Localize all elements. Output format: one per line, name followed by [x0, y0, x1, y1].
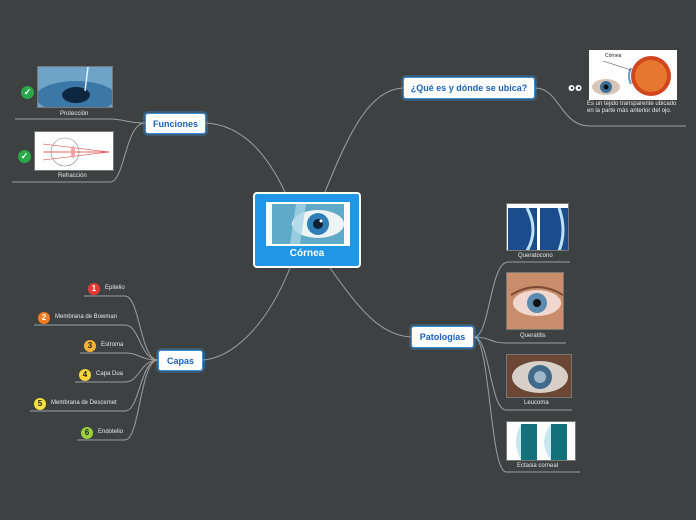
eye-anatomy-image: Córnea — [589, 50, 677, 100]
priority-5-icon: 5 — [34, 398, 46, 410]
branch-funciones[interactable]: Funciones — [145, 113, 206, 134]
leucoma-image — [506, 354, 572, 398]
check-icon: ✓ — [18, 150, 31, 163]
branch-patologias[interactable]: Patologías — [411, 326, 474, 348]
link-refraccion — [12, 122, 146, 183]
funcion-label: Protección — [60, 111, 89, 117]
capa-label: Membrana de Descemet — [51, 400, 117, 406]
central-title: Córnea — [289, 248, 325, 259]
capa-label: Endotelio — [98, 429, 124, 435]
branch-que-es-title: ¿Qué es y dónde se ubica? — [410, 83, 528, 93]
notes-icon[interactable] — [568, 83, 582, 95]
priority-4-icon: 4 — [79, 369, 91, 381]
patologia-label: Ectasia corneal — [517, 463, 559, 469]
priority-2-icon: 2 — [38, 312, 50, 324]
link-capa-3 — [80, 352, 159, 361]
branch-capas-title: Capas — [166, 355, 194, 366]
patologia-label: Leucoma — [524, 400, 549, 406]
priority-3-icon: 3 — [84, 340, 96, 352]
priority-6-icon: 6 — [81, 427, 93, 439]
priority-1-icon: 1 — [88, 283, 100, 295]
link-ectasia — [473, 336, 580, 473]
queratocono-image — [506, 203, 569, 251]
proteccion-image — [37, 66, 113, 108]
link-patologias — [329, 267, 412, 338]
capa-label: Estroma — [101, 342, 124, 348]
queratitis-image — [506, 272, 564, 330]
link-capas — [202, 267, 291, 361]
link-proteccion — [15, 118, 146, 124]
patologia-label: Queratitis — [520, 333, 546, 339]
que-es-description: Es un tejido transparente ubicado en la … — [587, 101, 677, 114]
branch-funciones-title: Funciones — [152, 118, 198, 129]
ectasia-image — [506, 421, 576, 461]
check-icon: ✓ — [21, 86, 34, 99]
capa-label: Epitelio — [105, 285, 125, 291]
capa-label: Capa Dua — [96, 371, 124, 377]
link-que-es-desc — [534, 87, 686, 127]
funcion-label: Refracción — [58, 173, 87, 179]
link-leucoma — [473, 336, 572, 411]
cornea-eye-image — [266, 202, 350, 246]
capa-label: Membrana de Bowman — [55, 314, 118, 320]
patologia-label: Queratocono — [518, 253, 553, 259]
link-queratitis — [473, 336, 566, 344]
link-capa-5 — [30, 359, 159, 412]
central-node[interactable]: Córnea — [253, 192, 361, 268]
branch-que-es[interactable]: ¿Qué es y dónde se ubica? — [403, 77, 535, 99]
link-que-es — [324, 87, 404, 193]
link-capa-1 — [84, 295, 159, 361]
eye-anatomy-label: Córnea — [605, 53, 622, 59]
link-capa-6 — [77, 359, 159, 441]
link-capa-2 — [34, 324, 159, 361]
link-capa-4 — [75, 359, 159, 383]
link-funciones — [205, 122, 286, 193]
refraccion-image — [34, 131, 114, 171]
link-queratocono — [473, 261, 570, 338]
branch-capas[interactable]: Capas — [158, 350, 203, 371]
branch-patologias-title: Patologías — [419, 332, 466, 342]
